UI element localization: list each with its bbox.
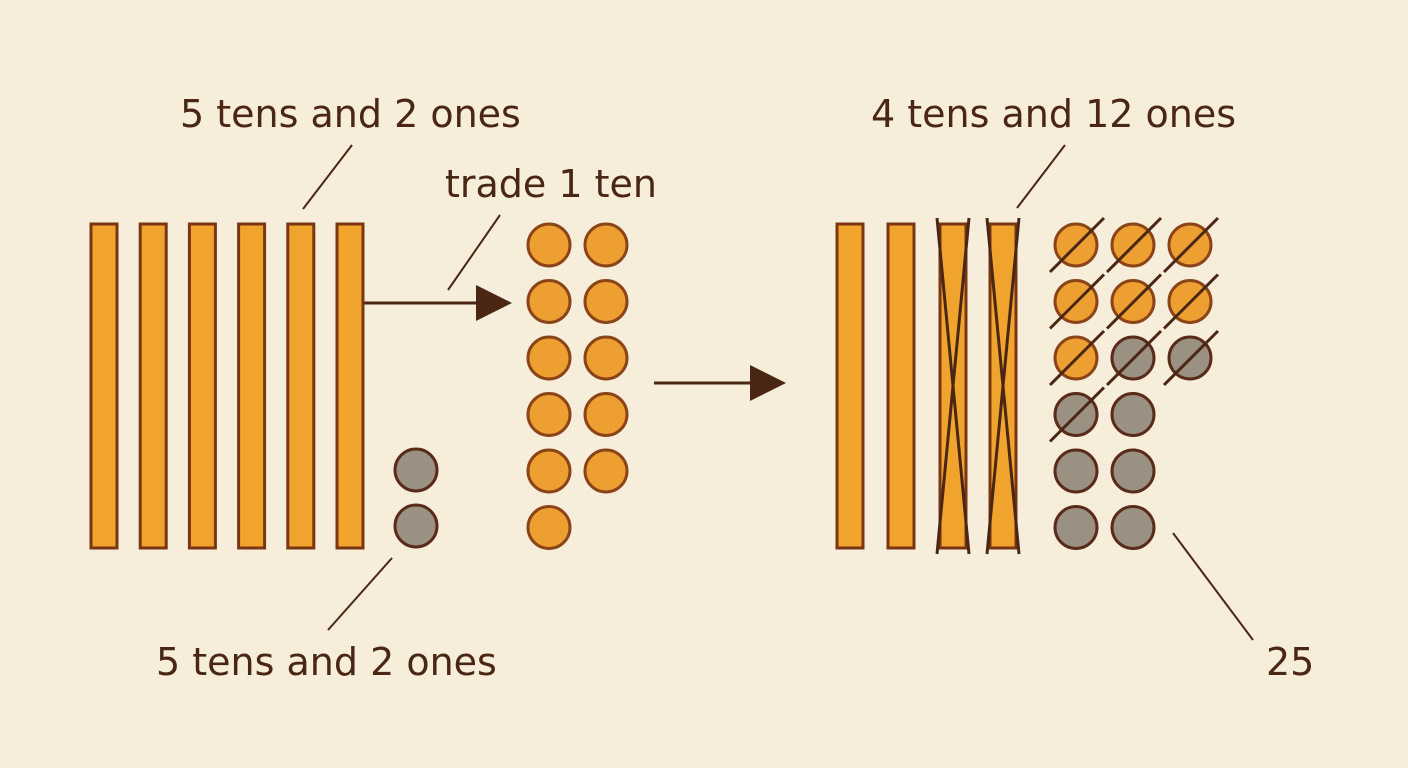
ten-rod	[187, 222, 217, 550]
traded-one-cube	[526, 448, 572, 494]
ten-rod	[237, 222, 267, 550]
one-cube	[1053, 505, 1099, 550]
trade-arrow	[352, 285, 512, 321]
leader-line-top-left	[302, 144, 353, 210]
traded-one-cube	[583, 222, 629, 268]
one-cube	[1110, 448, 1156, 494]
one-cube	[393, 503, 439, 549]
traded-one-cube	[526, 392, 572, 437]
cross-out-mark	[1048, 329, 1106, 387]
cross-out-mark	[1105, 329, 1163, 387]
leader-line-result	[1172, 532, 1254, 641]
traded-one-cube	[583, 279, 629, 324]
cross-out-mark	[1048, 273, 1106, 330]
label-result: 25	[1266, 640, 1315, 684]
cross-out-mark	[1162, 329, 1220, 387]
final-tens-group	[835, 217, 1021, 555]
traded-ones-group	[526, 222, 629, 550]
ten-rod	[835, 222, 865, 550]
label-top-right: 4 tens and 12 ones	[871, 92, 1237, 136]
leader-line-bottom-left	[327, 557, 393, 631]
ten-rod	[138, 222, 168, 550]
result-arrow	[654, 365, 786, 401]
traded-one-cube	[526, 335, 572, 381]
label-bottom-left: 5 tens and 2 ones	[156, 640, 497, 684]
initial-tens-group	[89, 222, 365, 550]
one-cube	[393, 447, 439, 493]
ten-rod	[89, 222, 119, 550]
ten-rod	[286, 222, 316, 550]
cross-out-mark	[1048, 216, 1106, 274]
label-top-left: 5 tens and 2 ones	[180, 92, 521, 136]
cross-out-mark	[935, 217, 971, 555]
cross-out-mark	[1162, 216, 1220, 274]
cross-out-mark	[1105, 216, 1163, 274]
label-trade: trade 1 ten	[445, 162, 658, 206]
ten-rod	[335, 222, 365, 550]
final-ones-group	[1048, 216, 1220, 550]
cross-out-mark	[1162, 273, 1220, 330]
traded-one-cube	[583, 448, 629, 494]
cross-out-mark	[985, 217, 1021, 555]
traded-one-cube	[583, 392, 629, 437]
leader-line-trade	[447, 214, 501, 291]
initial-ones-group	[393, 447, 439, 549]
cross-out-mark	[1105, 273, 1163, 330]
traded-one-cube	[526, 222, 572, 268]
leader-line-top-right	[1016, 144, 1066, 209]
ten-rod	[886, 222, 916, 550]
cross-out-mark	[1048, 386, 1106, 443]
one-cube	[1110, 505, 1156, 550]
one-cube	[1053, 448, 1099, 494]
traded-one-cube	[526, 279, 572, 324]
one-cube	[1110, 392, 1156, 437]
traded-one-cube	[526, 505, 572, 550]
traded-one-cube	[583, 335, 629, 381]
